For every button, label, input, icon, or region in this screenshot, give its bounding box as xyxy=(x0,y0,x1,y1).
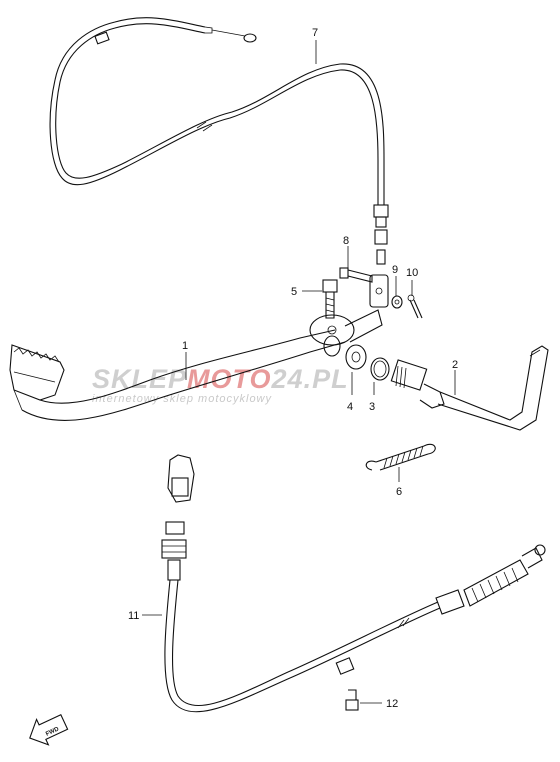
callout-4: 4 xyxy=(347,401,353,413)
bolt-8 xyxy=(339,267,373,283)
watermark-tagline: internetowy sklep motocyklowy xyxy=(92,393,273,405)
leader-lines xyxy=(142,40,456,704)
callout-3: 3 xyxy=(369,401,375,413)
callouts: 1 2 3 4 5 6 7 8 9 10 11 12 xyxy=(128,27,458,710)
brake-shaft-lever xyxy=(390,345,549,431)
bolt-5 xyxy=(322,279,338,319)
o-ring-3 xyxy=(370,357,390,381)
callout-8: 8 xyxy=(343,235,349,247)
washer-4 xyxy=(345,344,367,370)
callout-12: 12 xyxy=(386,698,398,710)
callout-1: 1 xyxy=(182,340,188,352)
brake-cable-lower xyxy=(161,454,546,713)
clevis xyxy=(369,274,389,308)
fwd-arrow-icon: FWD xyxy=(29,713,69,746)
callout-7: 7 xyxy=(312,27,318,39)
return-spring-6 xyxy=(365,443,436,471)
bolt-12 xyxy=(345,689,359,711)
callout-11: 11 xyxy=(128,610,139,622)
brake-cable-upper xyxy=(49,17,389,265)
callout-2: 2 xyxy=(452,359,458,371)
callout-9: 9 xyxy=(392,264,398,276)
watermark: SKLEPMOTO24.PL internetowy sklep motocyk… xyxy=(92,364,348,405)
fwd-label: FWD xyxy=(45,726,61,737)
callout-5: 5 xyxy=(291,286,297,298)
washer-9 xyxy=(391,295,403,309)
callout-6: 6 xyxy=(396,486,402,498)
brake-pedal xyxy=(9,309,383,421)
callout-10: 10 xyxy=(406,267,418,279)
cotter-pin-10 xyxy=(407,294,423,319)
